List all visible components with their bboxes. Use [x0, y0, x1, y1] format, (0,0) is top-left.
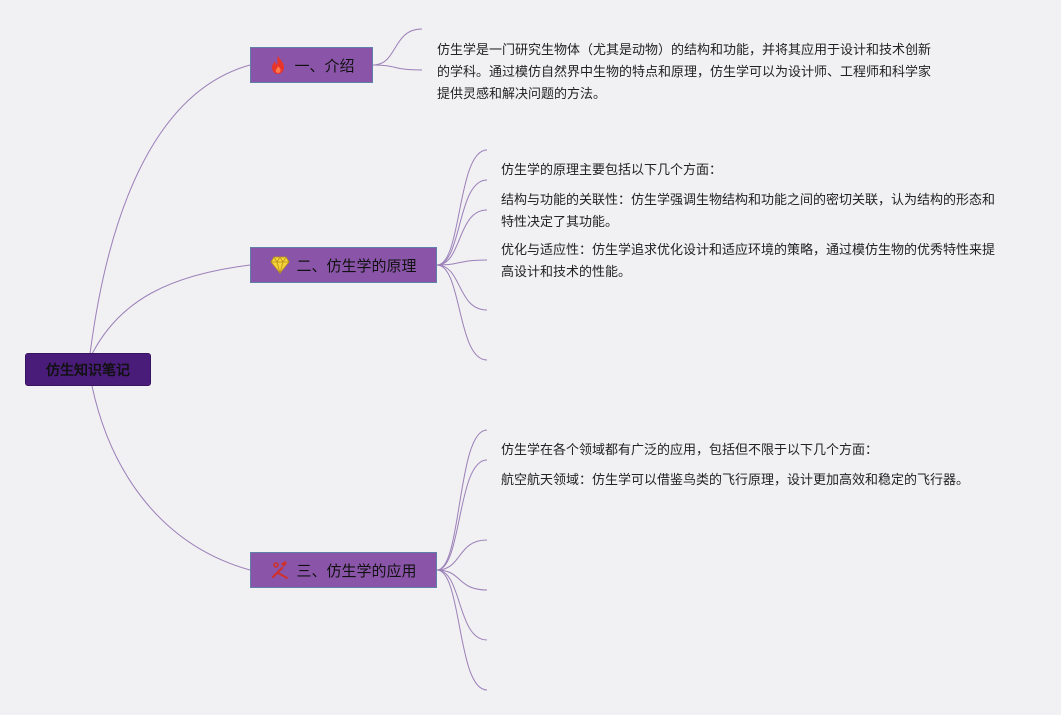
- root-title: 仿生知识笔记: [46, 362, 130, 379]
- root-node[interactable]: 仿生知识笔记: [25, 353, 151, 386]
- note-principles-intro: 仿生学的原理主要包括以下几个方面：: [501, 163, 723, 178]
- leaf-link-principles-3: [436, 259, 488, 266]
- leaf-link-applications-4: [436, 569, 488, 641]
- tools-icon: [270, 560, 290, 580]
- root-link-principles: [91, 264, 251, 355]
- note-principles-structure: 结构与功能的关联性：仿生学强调生物结构和功能之间的密切关联，认为结构的形态和特性…: [501, 193, 996, 230]
- root-link-applications: [91, 385, 251, 571]
- leaf-link-intro-1: [372, 64, 423, 71]
- flame-icon: [268, 55, 288, 75]
- root-link-intro: [89, 64, 251, 355]
- branch-node-applications[interactable]: 三、仿生学的应用: [250, 552, 437, 588]
- branch-label-intro: 一、介绍: [294, 56, 355, 75]
- leaf-link-principles-1: [436, 179, 488, 266]
- leaf-link-applications-3: [436, 569, 488, 591]
- branch-label-applications: 三、仿生学的应用: [296, 561, 417, 580]
- note-principles-optimization: 优化与适应性：仿生学追求优化设计和适应环境的策略，通过模仿生物的优秀特性来提高设…: [501, 243, 996, 280]
- leaf-link-applications-0: [436, 429, 488, 571]
- leaf-link-intro-0: [372, 28, 423, 66]
- diamond-icon: [270, 255, 290, 275]
- leaf-link-applications-5: [436, 569, 488, 691]
- note-applications-intro: 仿生学在各个领域都有广泛的应用，包括但不限于以下几个方面：: [501, 443, 879, 458]
- leaf-link-applications-2: [436, 539, 488, 571]
- note-applications-aerospace: 航空航天领域：仿生学可以借鉴鸟类的飞行原理，设计更加高效和稳定的飞行器。: [501, 473, 970, 488]
- note-intro-description: 仿生学是一门研究生物体（尤其是动物）的结构和功能，并将其应用于设计和技术创新的学…: [437, 43, 932, 102]
- leaf-link-principles-4: [436, 264, 488, 311]
- leaf-link-principles-0: [436, 149, 488, 266]
- leaf-link-applications-1: [436, 459, 488, 571]
- branch-node-intro[interactable]: 一、介绍: [250, 47, 373, 83]
- leaf-link-principles-5: [436, 264, 488, 361]
- branch-label-principles: 二、仿生学的原理: [296, 256, 417, 275]
- leaf-link-principles-2: [436, 209, 488, 266]
- branch-node-principles[interactable]: 二、仿生学的原理: [250, 247, 437, 283]
